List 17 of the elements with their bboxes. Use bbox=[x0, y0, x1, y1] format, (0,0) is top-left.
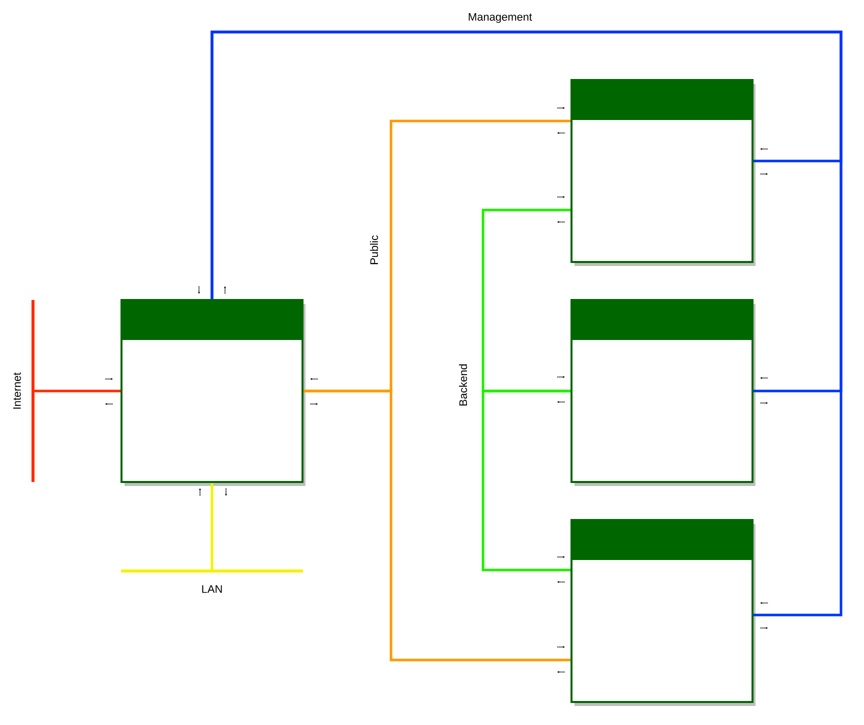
network-line bbox=[210, 483, 214, 571]
network-line bbox=[482, 390, 570, 572]
edge-label: Public bbox=[368, 234, 380, 266]
server-box bbox=[570, 79, 756, 266]
network-bar bbox=[121, 570, 303, 572]
edge-label: Management bbox=[466, 12, 534, 24]
network-bar bbox=[32, 300, 34, 482]
network-line bbox=[210, 30, 842, 616]
network-line bbox=[482, 208, 570, 392]
edge-label: Backend bbox=[457, 362, 469, 408]
server-box bbox=[120, 299, 306, 486]
network-label: LAN bbox=[202, 585, 222, 593]
network-line bbox=[33, 390, 120, 392]
network-label: Internet bbox=[13, 372, 21, 409]
network-line bbox=[304, 390, 570, 662]
server-box bbox=[570, 519, 756, 706]
server-box bbox=[570, 299, 756, 486]
